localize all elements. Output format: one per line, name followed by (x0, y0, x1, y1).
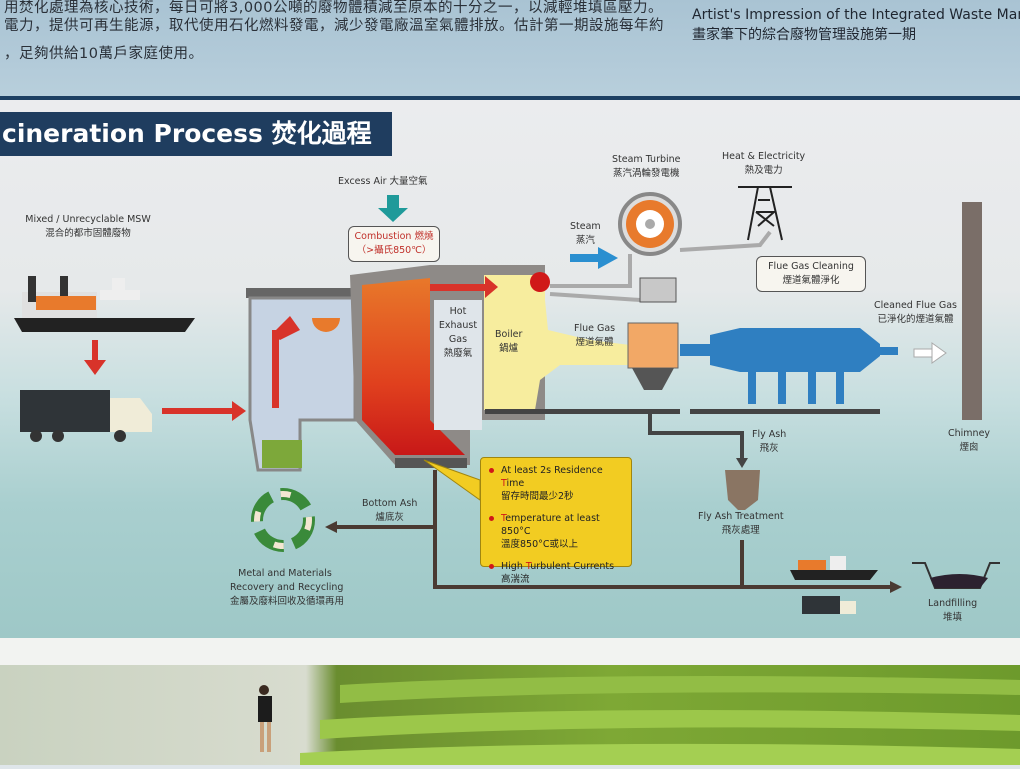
caption-zh: 畫家筆下的綜合廢物管理設施第一期 (692, 27, 916, 43)
ship-icon (14, 276, 195, 332)
recycling-icon (251, 488, 315, 552)
intro-text-line: ，足夠供給10萬戶家庭使用。 (4, 46, 204, 62)
landfill-icon (912, 562, 1000, 589)
furnace (350, 265, 630, 468)
process-diagram (14, 186, 1000, 614)
small-truck-icon (802, 596, 856, 614)
tea-field-photo (0, 665, 1020, 765)
caption-en: Artist's Impression of the Integrated Wa… (692, 7, 1020, 23)
chimney-icon (962, 202, 982, 420)
tea-rows-image (258, 676, 1020, 765)
cleaned-gas-arrow-icon (913, 342, 947, 364)
scrubber-icon (680, 328, 898, 404)
grab-crane-icon (312, 318, 340, 332)
arrow-down-icon (84, 340, 106, 375)
intro-text-line: 電力，提供可再生能源，取代使用石化燃料發電，減少發電廠溫室氣體排放。估計第一期設… (4, 18, 664, 34)
poster-margin (0, 638, 1020, 668)
person-figure-icon (258, 685, 272, 752)
fly-ash-silo-icon (725, 470, 760, 510)
steam-turbine-icon (549, 192, 772, 303)
waste-bunker (246, 288, 358, 472)
truck-icon (20, 390, 152, 442)
excess-air-arrow-icon (378, 195, 408, 222)
dust-filter (627, 322, 679, 369)
small-ship-icon (790, 556, 878, 580)
intro-text-line: 用焚化處理為核心技術，每日可將3,000公噸的廢物體積減至原本的十分之一，以減輕… (4, 0, 664, 16)
hot-gas-arrow-icon (485, 276, 498, 298)
steam-arrow-icon (570, 247, 618, 269)
diagram-title: cineration Process 焚化過程 (0, 112, 392, 156)
intro-text-band (0, 0, 1020, 98)
steam-drum-icon (530, 272, 550, 292)
combustion-bubble: Combustion 燃燒（>攝氏850℃） (348, 226, 440, 262)
arrow-right-icon (162, 401, 246, 421)
excess-air-label: Excess Air 大量空氣 (338, 176, 428, 187)
transmission-tower-icon (738, 186, 792, 241)
